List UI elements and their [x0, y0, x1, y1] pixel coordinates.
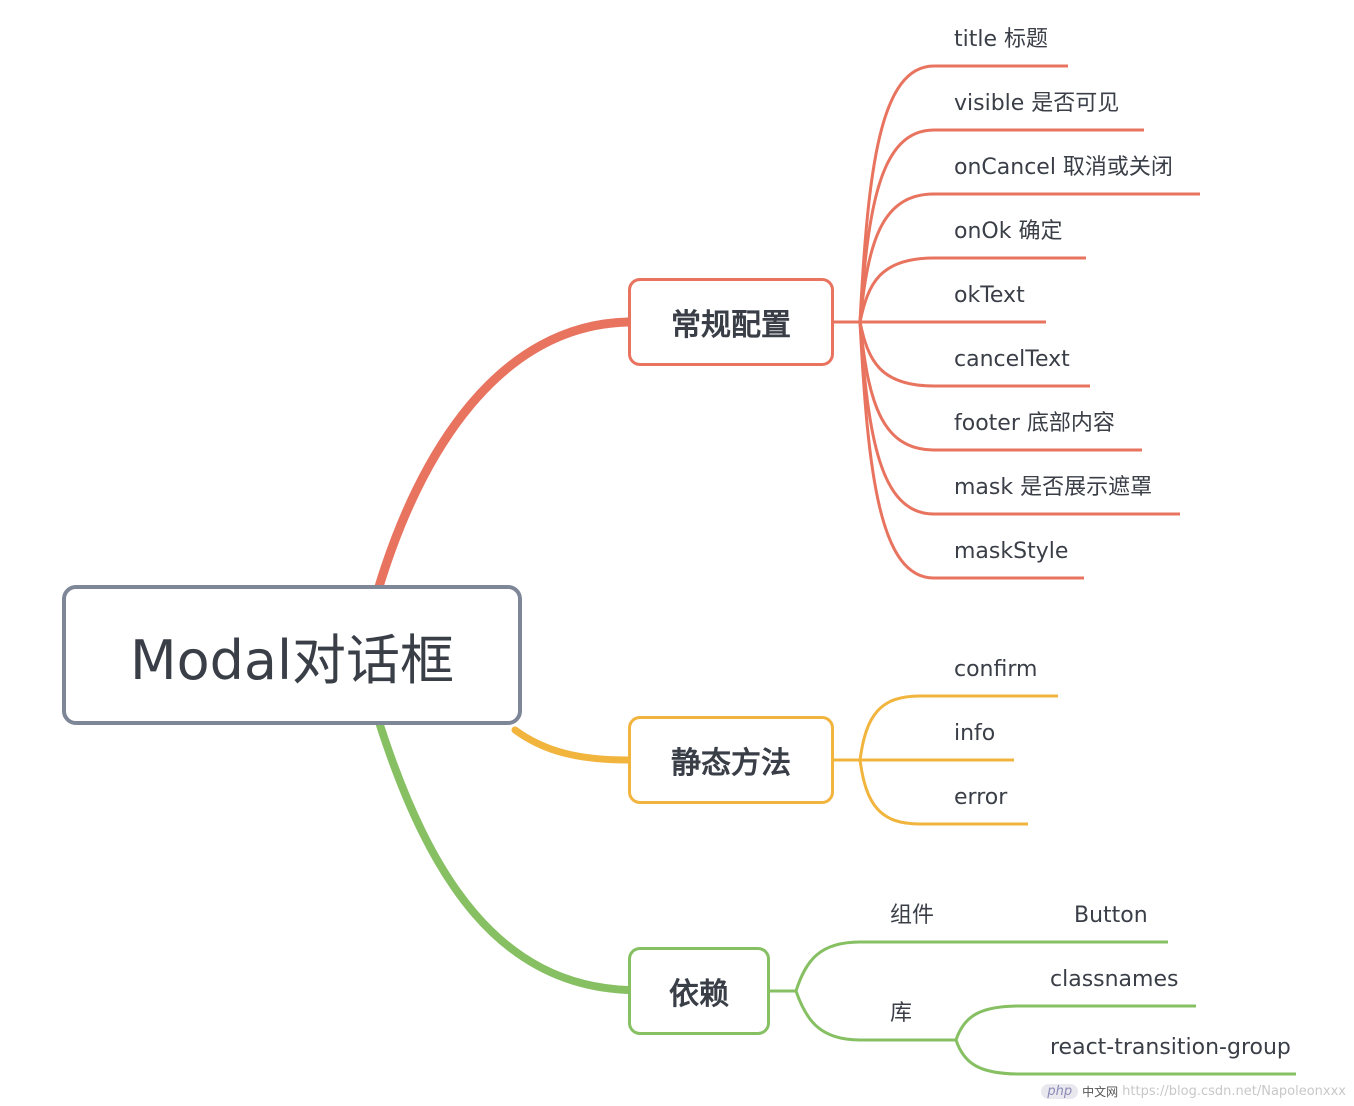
- deps-library-line: [794, 990, 956, 1042]
- general-leaf-line: [858, 321, 1090, 388]
- branch-static: 静态方法: [628, 716, 834, 804]
- connector-root-static: [511, 726, 632, 764]
- watermark: php 中文网 https://blog.csdn.net/Napoleonxx…: [1041, 1083, 1346, 1100]
- leaf-info: info: [954, 721, 996, 746]
- general-leaf-line: [858, 192, 1200, 323]
- leaf-title: title 标题: [954, 27, 1049, 52]
- general-branch-lines: [834, 64, 1200, 580]
- deps-component-label: 组件: [890, 903, 935, 928]
- leaf-oncancel: onCancel 取消或关闭: [954, 155, 1173, 180]
- site-name: 中文网: [1082, 1085, 1119, 1099]
- leaf-canceltext: cancelText: [954, 347, 1070, 372]
- branch-general: 常规配置: [628, 278, 834, 366]
- general-leaf-line: [858, 256, 1086, 323]
- leaf-maskstyle: maskStyle: [954, 539, 1069, 564]
- static-leaf-line: [858, 694, 1058, 761]
- root-label: Modal对话框: [130, 628, 454, 692]
- connector-root-deps: [376, 721, 632, 994]
- leaf-classnames: classnames: [1050, 967, 1179, 992]
- deps-component-line: [794, 940, 1168, 992]
- leaf-button: Button: [1074, 903, 1148, 928]
- connector-root-general: [373, 317, 633, 595]
- leaf-error: error: [954, 785, 1008, 810]
- leaf-onok: onOk 确定: [954, 219, 1063, 244]
- deps-classnames-line: [954, 1004, 1196, 1041]
- general-leaf-line: [858, 321, 1084, 580]
- deps-library-label: 库: [890, 1001, 913, 1026]
- deps-rtg-line: [954, 1039, 1296, 1076]
- leaf-oktext: okText: [954, 283, 1025, 308]
- leaf-confirm: confirm: [954, 657, 1038, 682]
- leaf-react-transition-group: react-transition-group: [1050, 1035, 1291, 1060]
- deps-branch-lines: [770, 940, 1296, 1076]
- leaf-footer: footer 底部内容: [954, 411, 1115, 436]
- branch-deps-label: 依赖: [669, 977, 729, 1012]
- leaf-mask: mask 是否展示遮罩: [954, 475, 1153, 500]
- root-node: Modal对话框: [62, 585, 522, 725]
- general-leaf-line: [858, 64, 1068, 323]
- php-logo: php: [1041, 1084, 1079, 1099]
- branch-static-label: 静态方法: [671, 746, 791, 781]
- static-leaf-line: [858, 759, 1028, 826]
- general-leaf-line: [858, 128, 1144, 323]
- branch-deps: 依赖: [628, 947, 770, 1035]
- static-branch-lines: [834, 694, 1058, 826]
- watermark-url: https://blog.csdn.net/Napoleonxxx: [1122, 1084, 1346, 1099]
- leaf-visible: visible 是否可见: [954, 91, 1120, 116]
- branch-general-label: 常规配置: [671, 308, 791, 343]
